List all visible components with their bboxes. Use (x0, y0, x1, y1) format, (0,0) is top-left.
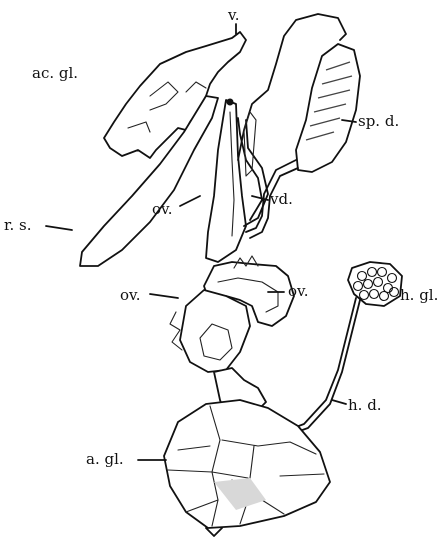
label-h-d: h. d. (348, 396, 382, 414)
vagina-dot (227, 99, 234, 106)
label-h-gl: h. gl. (400, 286, 438, 304)
leader-ov-upper (180, 196, 200, 206)
albumen-gland (164, 400, 330, 528)
leader-ov-left (150, 294, 178, 298)
oviduct-frill-2 (170, 312, 182, 350)
label-ov-left: ov. (120, 286, 141, 304)
oviduct-coil-middle (180, 290, 250, 372)
albumen-gland-tip (206, 528, 222, 536)
label-sp-d: sp. d. (358, 112, 399, 130)
label-ac-gl: ac. gl. (32, 64, 78, 82)
leader-r-s (46, 226, 72, 230)
label-r-s: r. s. (4, 216, 32, 234)
label-ov-right: ov. (288, 282, 309, 300)
label-v: v. (227, 6, 239, 24)
label-vd: vd. (269, 190, 293, 208)
label-a-gl: a. gl. (86, 450, 124, 468)
oviduct-upper (206, 100, 246, 262)
leader-h-d (332, 400, 346, 404)
label-ov-upper: ov. (152, 200, 173, 218)
